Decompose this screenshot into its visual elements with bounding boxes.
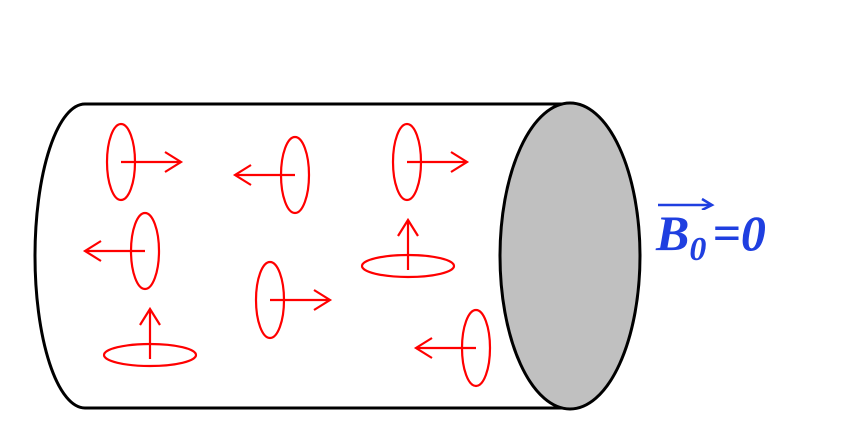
spin-arrow-head-icon	[164, 151, 184, 173]
spin-arrow-head-icon	[450, 151, 470, 173]
vector-arrow-icon	[658, 197, 715, 210]
spin-left	[232, 135, 311, 215]
spin-up	[360, 217, 456, 279]
spin-left	[82, 211, 161, 291]
spin-arrow-head-icon	[232, 164, 252, 186]
spin-arrow-head-icon	[313, 289, 333, 311]
spin-right	[254, 260, 333, 340]
field-subscript: 0	[689, 231, 707, 268]
spin-arrow-head-icon	[139, 306, 161, 326]
cylinder-body	[33, 102, 572, 410]
spin-right	[105, 122, 184, 202]
spin-group	[82, 122, 492, 388]
field-relation: =0	[712, 205, 766, 261]
spin-arrow-head-icon	[413, 337, 433, 359]
spin-up	[102, 306, 198, 368]
spin-left	[413, 308, 492, 388]
spin-right	[391, 122, 470, 202]
spin-arrow-head-icon	[82, 240, 102, 262]
field-label: B 0=0	[656, 197, 766, 267]
field-symbol: B	[656, 205, 690, 261]
cylinder-end-face	[498, 101, 642, 411]
spin-arrow-head-icon	[397, 217, 419, 237]
